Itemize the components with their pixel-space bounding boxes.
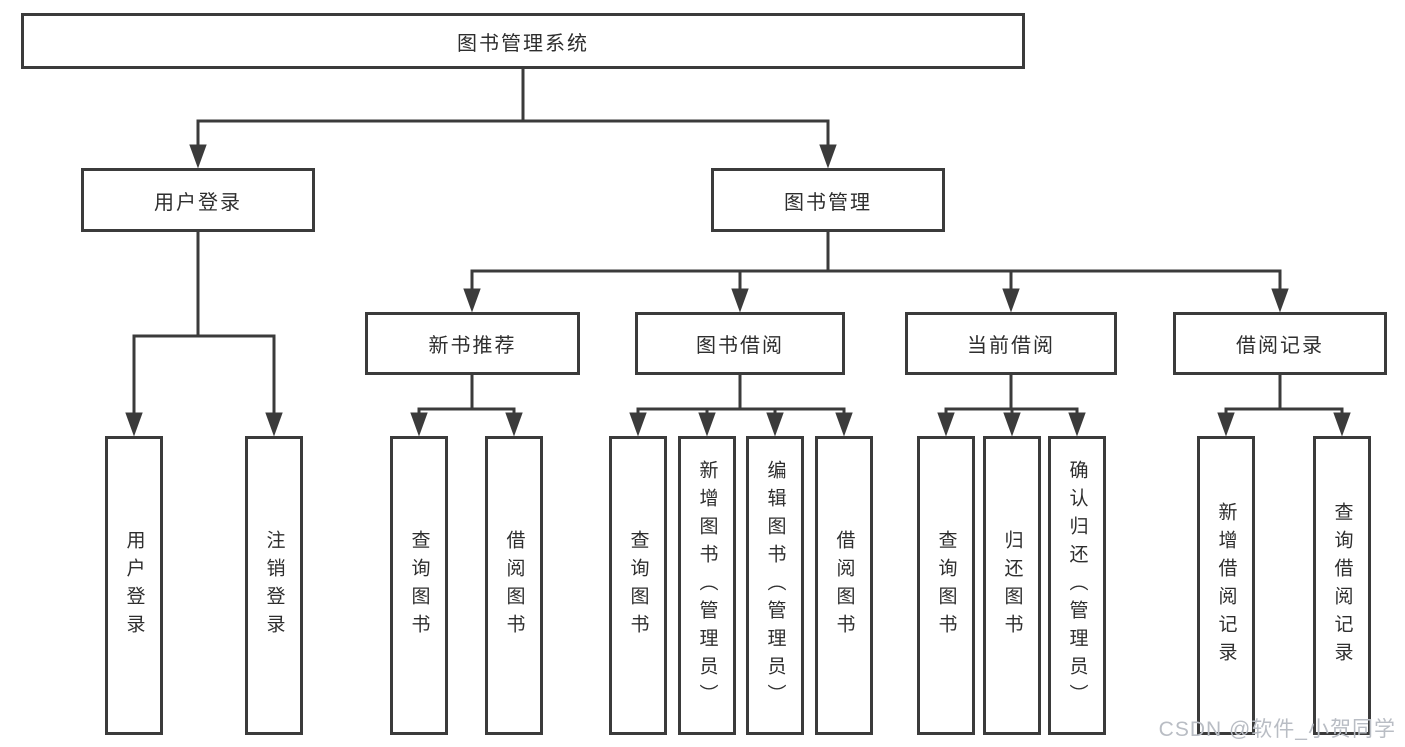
node-leaf-cb-query-books: 查询图书: [917, 436, 975, 735]
node-leaf-br-query-record: 查询借阅记录: [1313, 436, 1371, 735]
node-leaf-nb-borrow-books: 借阅图书: [485, 436, 543, 735]
connector-current-borrowing-to-leaves: [937, 375, 1086, 437]
connector-new-book-recommend-to-leaves: [410, 375, 523, 437]
node-leaf-bb-query-books: 查询图书: [609, 436, 667, 735]
node-root-system: 图书管理系统: [21, 13, 1025, 69]
node-leaf-user-login: 用户登录: [105, 436, 163, 735]
node-user-login-group: 用户登录: [81, 168, 315, 232]
node-book-borrowing: 图书借阅: [635, 312, 845, 375]
node-leaf-bb-borrow-books: 借阅图书: [815, 436, 873, 735]
connector-borrowing-records-to-leaves: [1217, 375, 1351, 437]
node-leaf-logout: 注销登录: [245, 436, 303, 735]
node-new-book-recommend: 新书推荐: [365, 312, 580, 375]
node-leaf-br-add-record: 新增借阅记录: [1197, 436, 1255, 735]
connector-user-login-to-leaves: [125, 232, 283, 437]
connector-root-to-level2: [189, 69, 837, 169]
node-leaf-nb-query-books: 查询图书: [390, 436, 448, 735]
node-leaf-cb-confirm-return: 确认归还（管理员）: [1048, 436, 1106, 735]
node-leaf-cb-return-books: 归还图书: [983, 436, 1041, 735]
connector-book-borrowing-to-leaves: [629, 375, 853, 437]
node-book-management-group: 图书管理: [711, 168, 945, 232]
node-borrowing-records: 借阅记录: [1173, 312, 1387, 375]
csdn-watermark: CSDN @软件_小贺同学: [1158, 718, 1396, 741]
node-leaf-bb-edit-books: 编辑图书（管理员）: [746, 436, 804, 735]
node-leaf-bb-add-books: 新增图书（管理员）: [678, 436, 736, 735]
node-current-borrowing: 当前借阅: [905, 312, 1117, 375]
connector-book-management-to-level3: [463, 232, 1289, 313]
